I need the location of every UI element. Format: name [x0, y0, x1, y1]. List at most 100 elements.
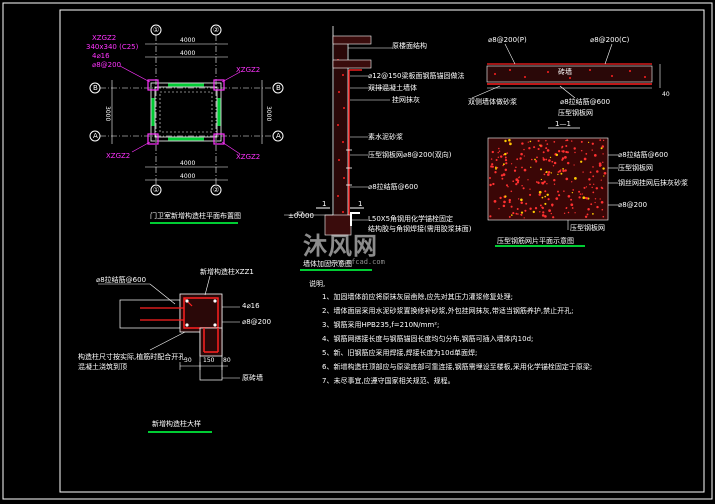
section-note-1: 原楼面结构: [392, 42, 427, 50]
mesh-texture-dot: [504, 139, 507, 143]
plan-spec-line-3: 4⌀16: [92, 52, 110, 60]
mesh-texture-dot: [537, 147, 540, 151]
mesh-texture-dot: [550, 212, 552, 215]
mesh-texture-dot: [570, 203, 574, 207]
grid-right-b: B: [276, 84, 281, 92]
mesh-texture-dot: [573, 147, 576, 150]
detail-cut: 1—1: [555, 120, 571, 128]
mesh-texture-dot: [521, 166, 523, 169]
mesh-texture-dot: [516, 181, 520, 184]
mesh-texture-dot: [561, 147, 563, 149]
mesh-texture-dot: [542, 211, 545, 214]
mesh-texture-dot: [491, 165, 494, 168]
mesh-texture-dot: [563, 190, 565, 192]
mesh-texture-dot: [508, 142, 511, 144]
cd-new-col: 新增构造柱XZZ1: [200, 268, 254, 276]
mesh-texture-dot: [593, 183, 595, 185]
mesh-texture-dot: [498, 208, 500, 210]
mesh-texture-dot: [536, 156, 538, 159]
detail-bottom: 压型钢板网: [558, 109, 593, 117]
watermark-logo: 沐风网: [303, 232, 378, 260]
mesh-texture-dot: [506, 152, 509, 154]
mesh-texture-dot: [527, 179, 529, 181]
mesh-texture-dot: [553, 183, 556, 185]
section-note-2: ⌀12@150梁板面钢筋锚固做法: [368, 72, 465, 80]
mesh-texture-dot: [561, 150, 563, 152]
mesh-texture-dot: [521, 184, 523, 187]
mesh-texture-dot: [496, 166, 499, 169]
note-item-4: 4、钢筋网搭接长度与钢筋锚固长度均匀分布,钢筋可插入墙体内10d;: [322, 335, 534, 343]
mesh-texture-dot: [574, 212, 576, 214]
mesh-texture-dot: [541, 196, 544, 199]
mesh-texture-dot: [564, 169, 567, 172]
mesh-texture-dot: [508, 215, 511, 218]
mesh-texture-dot: [546, 149, 550, 152]
mesh-texture-dot: [558, 170, 562, 173]
mesh-texture-dot: [602, 139, 605, 142]
cut-mark-right: 1: [358, 200, 363, 208]
mesh-texture-dot: [524, 209, 527, 212]
mesh-texture-dot: [602, 153, 604, 155]
mesh-texture-dot: [588, 178, 591, 181]
mesh-texture-dot: [573, 164, 575, 166]
mesh-label-2: 压型钢板网: [618, 164, 653, 172]
mesh-texture-dot: [565, 150, 568, 154]
mesh-texture-dot: [557, 173, 559, 176]
note-item-6: 6、新增构造柱顶部应与原梁底部可靠连接,钢筋需埋设至楼板,采用化学锚栓固定于原梁…: [322, 363, 593, 371]
mesh-texture-dot: [583, 186, 586, 189]
mesh-texture-dot: [591, 149, 593, 151]
mesh-texture-dot: [544, 195, 547, 198]
mesh-texture-dot: [570, 198, 573, 201]
mesh-texture-dot: [508, 198, 511, 202]
mesh-texture-dot: [517, 198, 520, 200]
mesh-texture-dot: [555, 153, 559, 157]
col-label-bottom-left: XZGZ2: [106, 152, 131, 160]
mesh-texture-dot: [603, 175, 605, 177]
note-item-1: 1、加固墙体前应将原抹灰层凿除,应先对其压力灌浆修复处理;: [322, 293, 514, 301]
mesh-texture-dot: [489, 177, 491, 179]
mesh-texture-dot: [545, 147, 548, 150]
dim-left: 3000: [104, 106, 111, 122]
mesh-texture-dot: [574, 177, 577, 180]
mesh-texture-dot: [587, 141, 590, 144]
mesh-texture-dot: [503, 200, 506, 204]
mesh-texture-dot: [512, 180, 515, 183]
grid-bottom-1: ①: [153, 186, 160, 194]
cd-left-note-1: 构造柱尺寸按实际,植筋时配合开孔: [78, 353, 186, 361]
mesh-texture-dot: [571, 181, 573, 183]
mesh-label-3: 钢丝网挂网后抹灰砂浆: [618, 179, 688, 187]
mesh-texture-dot: [586, 213, 589, 216]
mesh-texture-dot: [551, 205, 554, 207]
mesh-texture-dot: [540, 178, 543, 181]
mesh-texture-dot: [567, 194, 571, 198]
mesh-texture-dot: [572, 189, 575, 191]
mesh-label-5: 压型钢板网: [570, 224, 605, 232]
mesh-texture-dot: [504, 152, 507, 156]
dim-top-small: 4000: [180, 50, 196, 57]
col-label-top-right: XZGZ2: [236, 66, 261, 74]
mesh-texture-dot: [560, 169, 562, 171]
mesh-texture-dot: [543, 173, 546, 176]
mesh-texture-dot: [504, 156, 507, 159]
mesh-texture-dot: [499, 155, 503, 158]
mesh-texture-dot: [594, 198, 597, 200]
mesh-texture-dot: [581, 193, 583, 195]
detail-label-p: ⌀8@200(P): [488, 36, 527, 44]
mesh-texture-dot: [547, 171, 551, 174]
grid-left-a: A: [93, 132, 98, 140]
section-note-4: 挂网抹灰: [392, 96, 420, 104]
section-note-3: 双排混凝土墙体: [368, 84, 417, 92]
mesh-texture-dot: [547, 198, 550, 201]
mesh-texture-dot: [601, 208, 604, 211]
mesh-texture-dot: [520, 198, 523, 202]
mesh-texture-dot: [565, 207, 568, 209]
plan-spec-line-1: XZGZ2: [92, 34, 117, 42]
dim-bottom-small: 4000: [180, 173, 196, 180]
cd-top-left: ⌀8拉结筋@600: [96, 276, 147, 284]
mesh-texture-dot: [504, 195, 507, 198]
mesh-texture-dot: [583, 157, 587, 161]
mesh-texture-dot: [562, 168, 564, 170]
cd-left-note-2: 混凝土浇筑到顶: [78, 363, 127, 371]
mesh-texture-dot: [571, 207, 574, 209]
